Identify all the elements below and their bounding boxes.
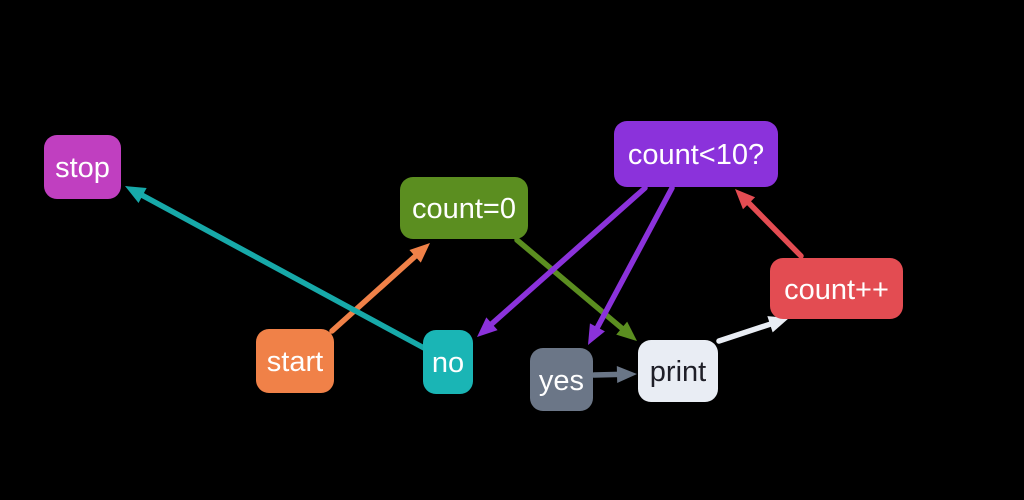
node-yes-label: yes — [538, 364, 585, 397]
node-no[interactable]: no — [423, 330, 473, 394]
node-count-lt-10[interactable]: count<10? — [614, 121, 778, 187]
node-count-0-label: count=0 — [411, 193, 516, 225]
edge-countpp-countlt10 — [744, 198, 804, 259]
edge-yes-print — [591, 371, 623, 378]
arrowhead-print-countpp — [767, 316, 789, 333]
node-print[interactable]: print — [638, 340, 718, 402]
arrowhead-count0-print — [616, 321, 637, 341]
edge-no-stop — [137, 191, 427, 351]
edge-print-countpp — [716, 320, 776, 344]
node-print-label: print — [649, 356, 707, 388]
node-count-0[interactable]: count=0 — [400, 177, 528, 239]
arrowhead-yes-print — [616, 365, 637, 383]
arrowhead-countlt10-no — [477, 317, 498, 337]
node-count-pp[interactable]: count++ — [770, 258, 903, 319]
node-start[interactable]: start — [256, 329, 334, 393]
arrowhead-no-stop — [125, 186, 147, 204]
arrowhead-countlt10-yes — [588, 323, 605, 345]
node-start-label: start — [266, 346, 324, 378]
edge-countlt10-yes — [593, 185, 675, 333]
node-stop-label: stop — [55, 152, 110, 184]
edge-countlt10-no — [486, 185, 648, 329]
edge-start-count0 — [329, 251, 421, 334]
node-stop[interactable]: stop — [44, 135, 121, 199]
node-yes[interactable]: yes — [530, 348, 593, 411]
node-count-lt-10-label: count<10? — [627, 139, 765, 171]
arrowhead-countpp-countlt10 — [735, 189, 756, 210]
arrowhead-start-count0 — [409, 243, 430, 263]
node-no-label: no — [431, 347, 465, 379]
node-count-pp-label: count++ — [784, 273, 889, 306]
